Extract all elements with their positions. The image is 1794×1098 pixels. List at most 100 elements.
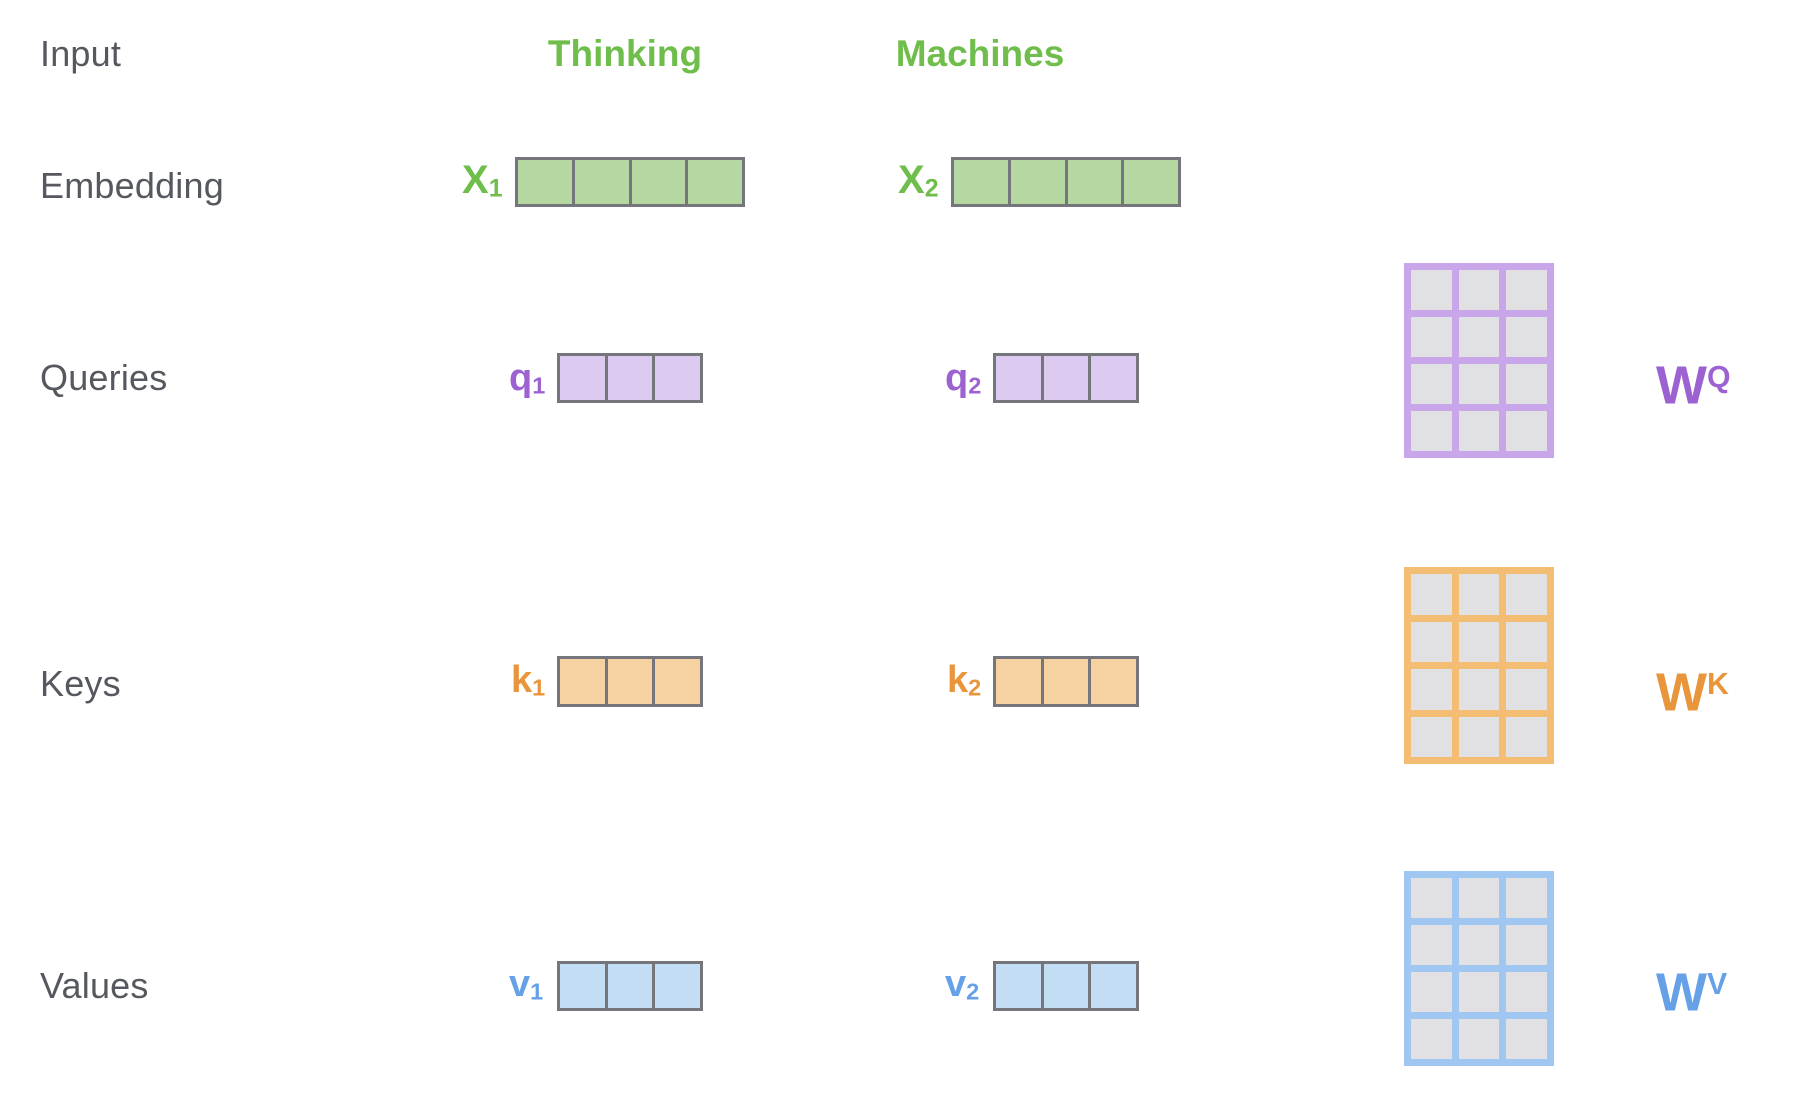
matrix-cell xyxy=(1411,669,1452,710)
row-label-keys: Keys xyxy=(40,663,121,704)
matrix-cell xyxy=(1506,669,1547,710)
v2-subscript: 2 xyxy=(966,978,980,1005)
vector-cell xyxy=(1088,659,1137,704)
k1-subscript: 1 xyxy=(532,674,546,701)
matrix-cell xyxy=(1458,411,1500,451)
q1-query-vector xyxy=(557,353,703,403)
matrix-cell xyxy=(1506,1019,1547,1059)
matrix-cell xyxy=(1411,878,1452,918)
matrix-cell xyxy=(1411,270,1452,310)
wv-superscript: V xyxy=(1706,968,1728,1001)
matrix-cell xyxy=(1506,411,1547,451)
matrix-cell xyxy=(1411,716,1452,757)
vector-cell xyxy=(1088,964,1137,1008)
vector-cell xyxy=(604,659,653,704)
wk-label: WK xyxy=(1656,655,1729,723)
x2-embedding-vector xyxy=(951,157,1181,207)
wq-weight-matrix xyxy=(1404,263,1554,458)
matrix-cell xyxy=(1506,317,1547,357)
row-label-values: Values xyxy=(40,965,149,1006)
matrix-cell xyxy=(1458,878,1500,918)
matrix-cell xyxy=(1458,574,1500,615)
row-label-input: Input xyxy=(40,33,122,74)
matrix-cell xyxy=(1411,317,1452,357)
matrix-cell xyxy=(1458,270,1500,310)
matrix-cell xyxy=(1506,270,1547,310)
q1-base: q xyxy=(509,357,533,399)
matrix-cell xyxy=(1458,972,1500,1012)
matrix-cell xyxy=(1506,972,1547,1012)
k2-base: k xyxy=(947,659,969,701)
matrix-cell xyxy=(1411,972,1452,1012)
matrix-cell xyxy=(1411,364,1452,404)
vector-cell xyxy=(1040,659,1089,704)
vector-cell xyxy=(685,160,742,204)
row-label-embedding: Embedding xyxy=(40,165,224,206)
q2-query-vector xyxy=(993,353,1139,403)
v1-label: v1 xyxy=(509,962,543,1014)
matrix-cell xyxy=(1506,925,1547,965)
wk-base: W xyxy=(1656,662,1707,723)
v1-subscript: 1 xyxy=(530,978,544,1005)
wk-superscript: K xyxy=(1706,668,1729,701)
vector-cell xyxy=(996,964,1041,1008)
wv-base: W xyxy=(1656,962,1707,1023)
matrix-cell xyxy=(1458,621,1500,662)
matrix-cell xyxy=(1506,621,1547,662)
matrix-cell xyxy=(1411,621,1452,662)
k1-key-vector xyxy=(557,656,703,707)
vector-cell xyxy=(1040,356,1089,400)
x2-label: X2 xyxy=(898,158,938,212)
matrix-cell xyxy=(1458,1019,1500,1059)
token-machines: Machines xyxy=(895,33,1065,74)
matrix-cell xyxy=(1458,317,1500,357)
x1-label: X1 xyxy=(462,158,502,212)
q2-subscript: 2 xyxy=(968,372,982,399)
wv-label: WV xyxy=(1656,955,1727,1023)
matrix-cell xyxy=(1411,925,1452,965)
x2-base: X xyxy=(898,158,925,202)
vector-cell xyxy=(996,659,1041,704)
v2-base: v xyxy=(945,963,967,1005)
vector-cell xyxy=(571,160,629,204)
vector-cell xyxy=(604,964,653,1008)
v1-base: v xyxy=(509,963,531,1005)
matrix-cell xyxy=(1458,716,1500,757)
vector-cell xyxy=(652,659,701,704)
x1-base: X xyxy=(462,158,489,202)
wk-weight-matrix xyxy=(1404,567,1554,764)
row-label-queries: Queries xyxy=(40,357,168,398)
vector-cell xyxy=(996,356,1041,400)
matrix-cell xyxy=(1506,716,1547,757)
vector-cell xyxy=(604,356,653,400)
vector-cell xyxy=(518,160,572,204)
wq-base: W xyxy=(1656,355,1707,416)
k2-subscript: 2 xyxy=(968,674,982,701)
vector-cell xyxy=(1088,356,1137,400)
v2-value-vector xyxy=(993,961,1139,1011)
matrix-cell xyxy=(1458,925,1500,965)
vector-cell xyxy=(954,160,1008,204)
k1-label: k1 xyxy=(511,658,545,710)
q1-subscript: 1 xyxy=(532,372,546,399)
q1-label: q1 xyxy=(509,356,545,408)
vector-cell xyxy=(628,160,686,204)
vector-cell xyxy=(560,356,605,400)
matrix-cell xyxy=(1458,669,1500,710)
vector-cell xyxy=(1040,964,1089,1008)
wq-label: WQ xyxy=(1656,348,1731,416)
vector-cell xyxy=(560,964,605,1008)
x1-embedding-vector xyxy=(515,157,745,207)
vector-cell xyxy=(1064,160,1122,204)
matrix-cell xyxy=(1458,364,1500,404)
x1-subscript: 1 xyxy=(488,175,503,203)
x2-subscript: 2 xyxy=(924,175,939,203)
matrix-cell xyxy=(1506,364,1547,404)
matrix-cell xyxy=(1411,574,1452,615)
k2-key-vector xyxy=(993,656,1139,707)
vector-cell xyxy=(652,356,701,400)
vector-cell xyxy=(1007,160,1065,204)
v1-value-vector xyxy=(557,961,703,1011)
matrix-cell xyxy=(1506,574,1547,615)
matrix-cell xyxy=(1506,878,1547,918)
